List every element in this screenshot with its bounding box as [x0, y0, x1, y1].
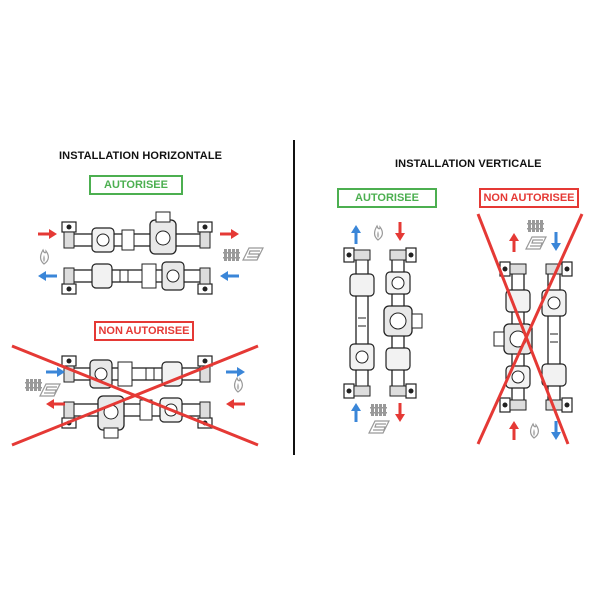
flame-icon [39, 249, 49, 265]
blue-arrow-icon [36, 269, 59, 283]
flame-icon [233, 377, 243, 393]
radiator-icon [223, 249, 240, 261]
horizontal-title: INSTALLATION HORIZONTALE [59, 150, 223, 162]
red-arrow-icon [44, 397, 67, 411]
floor-heating-icon [39, 383, 61, 397]
blue-arrow-icon [218, 269, 241, 283]
vertical-authorized-manifold [343, 247, 423, 399]
flame-icon [529, 423, 539, 439]
red-cross-icon [11, 344, 259, 447]
red-arrow-icon [507, 231, 521, 254]
blue-arrow-icon [349, 223, 363, 246]
blue-arrow-icon [44, 365, 67, 379]
radiator-icon [370, 404, 387, 416]
vertical-authorized-badge: AUTORISEE [337, 188, 437, 208]
floor-heating-icon [525, 236, 547, 250]
red-arrow-icon [218, 227, 241, 241]
horizontal-authorized-manifold [61, 211, 213, 295]
vertical-forbidden-badge: NON AUTORISEE [479, 188, 579, 208]
blue-arrow-icon [549, 230, 563, 253]
red-arrow-icon [393, 220, 407, 243]
floor-heating-icon [242, 247, 264, 261]
section-divider [293, 140, 295, 455]
red-arrow-icon [224, 397, 247, 411]
blue-arrow-icon [224, 365, 247, 379]
red-arrow-icon [36, 227, 59, 241]
red-cross-icon [476, 213, 584, 445]
red-arrow-icon [393, 401, 407, 424]
floor-heating-icon [368, 420, 390, 434]
radiator-icon [527, 220, 544, 232]
vertical-title: INSTALLATION VERTICALE [395, 158, 542, 170]
blue-arrow-icon [349, 401, 363, 424]
flame-icon [373, 225, 383, 241]
radiator-icon [25, 379, 42, 391]
horizontal-forbidden-badge: NON AUTORISEE [94, 321, 194, 341]
red-arrow-icon [507, 419, 521, 442]
horizontal-authorized-badge: AUTORISEE [89, 175, 183, 195]
